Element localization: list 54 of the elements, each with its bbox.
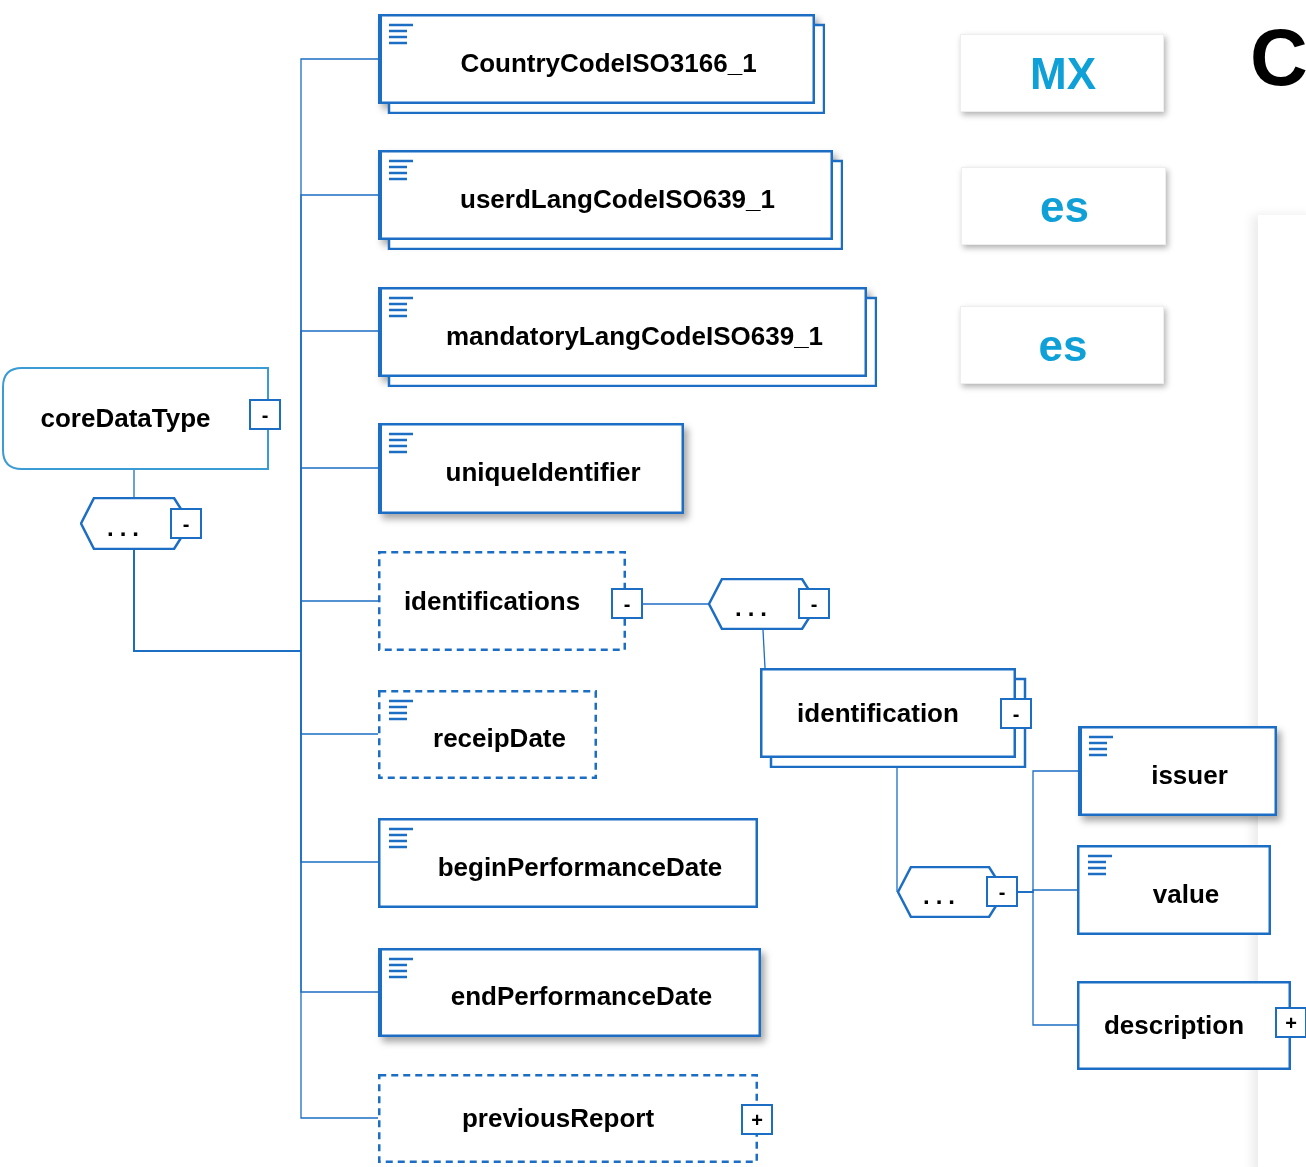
toggle-button: + xyxy=(741,1104,773,1135)
toggle-button: - xyxy=(986,876,1018,907)
element-name: CountryCodeISO3166_1 xyxy=(460,46,757,80)
element-box xyxy=(378,948,761,1037)
connector-line xyxy=(642,603,709,605)
element-box xyxy=(378,150,843,250)
element-name: description xyxy=(1103,1009,1245,1042)
value-card xyxy=(961,167,1166,245)
element-box xyxy=(378,818,758,908)
optional-element-box xyxy=(378,690,597,779)
element-box xyxy=(1077,981,1306,1070)
element-name: issuer xyxy=(1151,758,1228,792)
connector-line xyxy=(896,767,898,893)
toggle-button: - xyxy=(170,508,202,539)
element-name: mandatoryLangCodeISO639_1 xyxy=(445,319,824,353)
element-name: receipDate xyxy=(433,722,566,755)
element-name: previousReport xyxy=(461,1102,655,1135)
ellipsis-text: ... xyxy=(107,512,145,543)
value-text: MX xyxy=(1030,48,1096,100)
element-name: uniqueIdentifier xyxy=(445,456,641,489)
element-name: endPerformanceDate xyxy=(450,980,713,1013)
element-name: coreDataType xyxy=(40,402,211,435)
sequence-hexagon xyxy=(708,578,830,630)
element-box xyxy=(1077,845,1271,935)
element-box xyxy=(378,14,825,114)
element-name: beginPerformanceDate xyxy=(437,850,723,884)
connector-line xyxy=(762,629,766,669)
connector-line xyxy=(1017,891,1078,1026)
element-name: value xyxy=(1152,877,1220,911)
value-text: es xyxy=(1040,181,1089,233)
element-name: identifications xyxy=(403,584,581,618)
sequence-hexagon xyxy=(80,497,202,550)
optional-element-box xyxy=(378,1074,773,1163)
optional-element-box xyxy=(378,551,643,651)
ellipsis-text: ... xyxy=(923,881,961,911)
element-box xyxy=(378,423,684,514)
ellipsis-text: ... xyxy=(735,593,773,623)
heading-letter: C xyxy=(1250,18,1306,98)
toggle-button: + xyxy=(1275,1007,1306,1038)
value-text: es xyxy=(1038,320,1088,372)
element-box xyxy=(760,668,1032,768)
connector-line xyxy=(133,469,135,498)
complex-type-box xyxy=(2,367,281,470)
element-box xyxy=(378,287,877,387)
element-name: identification xyxy=(797,696,959,730)
toggle-button: - xyxy=(249,399,281,430)
element-box xyxy=(1078,726,1277,816)
toggle-button: - xyxy=(1000,698,1032,729)
value-card xyxy=(960,34,1164,112)
toggle-button: - xyxy=(798,588,830,619)
element-name: userdLangCodeISO639_1 xyxy=(460,182,775,216)
value-card xyxy=(960,306,1164,384)
sequence-hexagon xyxy=(897,866,1018,918)
toggle-button: - xyxy=(611,588,643,619)
